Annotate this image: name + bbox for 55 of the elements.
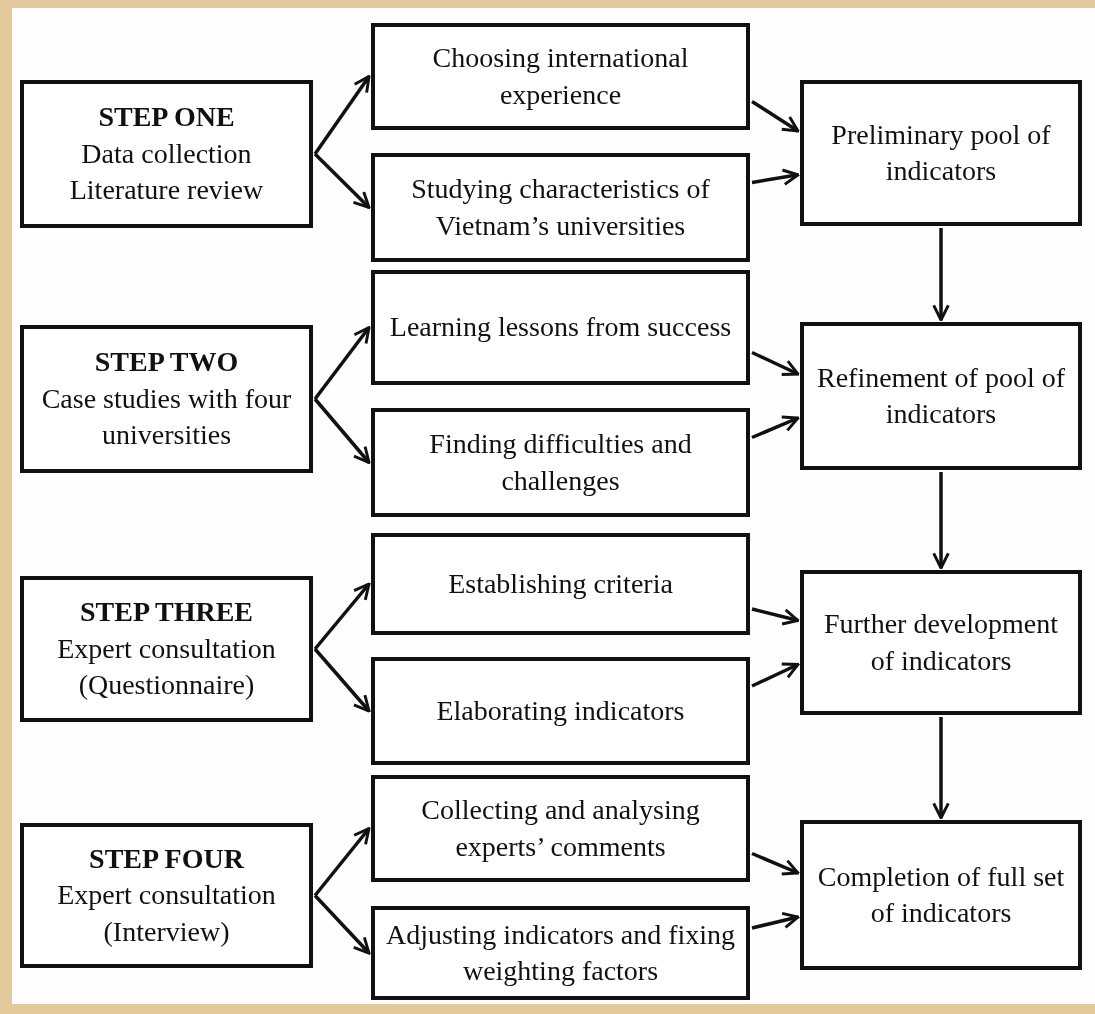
box-text: Collecting and analysing experts’ comments (420, 793, 701, 864)
step-heading: STEP ONE (98, 100, 235, 135)
process-box (371, 270, 750, 385)
process-box (371, 408, 750, 517)
box-text: Finding difficulties and challenges (428, 427, 693, 498)
process-box (371, 775, 750, 882)
arrow (313, 397, 371, 464)
arrow (313, 152, 371, 209)
box-text: Expert consultation (Questionnaire) (56, 631, 277, 703)
step-box (20, 823, 313, 968)
box-text: Elaborating indicators (436, 693, 685, 728)
box-text: Data collection Literature review (68, 136, 265, 208)
process-box (371, 533, 750, 635)
arrow (932, 228, 950, 322)
result-box (800, 80, 1082, 226)
box-text: Choosing international experience (431, 41, 690, 112)
arrow (751, 350, 800, 376)
box-text: Completion of full set of indicators (816, 859, 1066, 930)
step-box (20, 576, 313, 722)
box-text: Further development of indicators (822, 607, 1060, 678)
box-text: Preliminary pool of indicators (830, 117, 1052, 188)
arrow (313, 326, 371, 401)
step-heading: STEP THREE (80, 595, 253, 630)
arrow (751, 415, 800, 440)
arrow (751, 100, 800, 133)
arrow (751, 168, 800, 186)
box-text: Studying characteristics of Vietnam’s universities (410, 172, 711, 243)
arrow (313, 582, 371, 651)
result-box (800, 820, 1082, 970)
arrow (751, 851, 800, 876)
step-box (20, 80, 313, 228)
arrow (313, 827, 371, 897)
process-box (371, 23, 750, 130)
box-text: Refinement of pool of indicators (815, 360, 1067, 431)
arrow (751, 607, 800, 626)
arrow (313, 894, 371, 955)
step-heading: STEP FOUR (89, 841, 244, 876)
process-box (371, 906, 750, 1000)
box-text: Learning lessons from success (389, 310, 732, 345)
arrow (313, 647, 371, 713)
step-box (20, 325, 313, 473)
box-text: Case studies with four universities (40, 381, 293, 453)
arrow (932, 717, 950, 820)
arrow (751, 911, 800, 930)
result-box (800, 322, 1082, 470)
arrow (751, 662, 800, 688)
process-box (371, 657, 750, 765)
arrow (313, 75, 371, 155)
box-text: Establishing criteria (448, 566, 673, 601)
box-text: Expert consultation (Interview) (56, 878, 277, 949)
box-text: Adjusting indicators and fixing weighting factors (385, 917, 736, 988)
result-box (800, 570, 1082, 715)
process-box (371, 153, 750, 262)
arrow (932, 472, 950, 570)
step-heading: STEP TWO (94, 345, 239, 380)
